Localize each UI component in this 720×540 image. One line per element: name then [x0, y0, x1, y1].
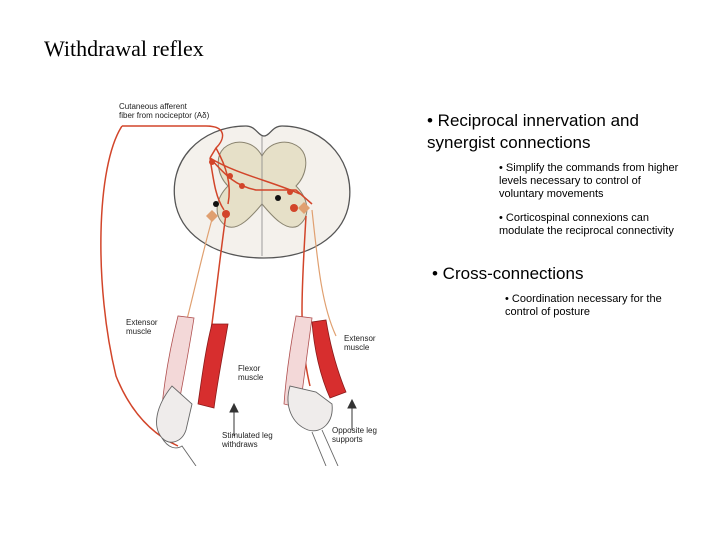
- flexor-muscle-label: Flexor muscle: [238, 364, 263, 382]
- reflex-illustration: [86, 86, 398, 466]
- withdrawal-reflex-diagram: Cutaneous afferent fiber from nociceptor…: [86, 86, 398, 466]
- extensor-muscle-left-label: Extensor muscle: [126, 318, 158, 336]
- stimulated-leg-label: Stimulated leg withdraws: [222, 431, 273, 449]
- sub-bullet-simplify-commands: • Simplify the commands from higher leve…: [499, 162, 679, 201]
- bullet-cross-connections: • Cross-connections: [432, 263, 692, 285]
- slide-title: Withdrawal reflex: [44, 36, 204, 62]
- extensor-muscle-right-label: Extensor muscle: [344, 334, 376, 352]
- bullet-reciprocal-innervation: • Reciprocal innervation and synergist c…: [427, 110, 697, 154]
- sub-bullet-corticospinal: • Corticospinal connexions can modulate …: [499, 212, 679, 238]
- opposite-leg-label: Opposite leg supports: [332, 426, 377, 444]
- afferent-fiber-label: Cutaneous afferent fiber from nociceptor…: [119, 102, 209, 120]
- sub-bullet-coordination: • Coordination necessary for the control…: [505, 293, 685, 319]
- stimulated-leg: [157, 316, 228, 466]
- spinal-cord-section: [174, 126, 350, 258]
